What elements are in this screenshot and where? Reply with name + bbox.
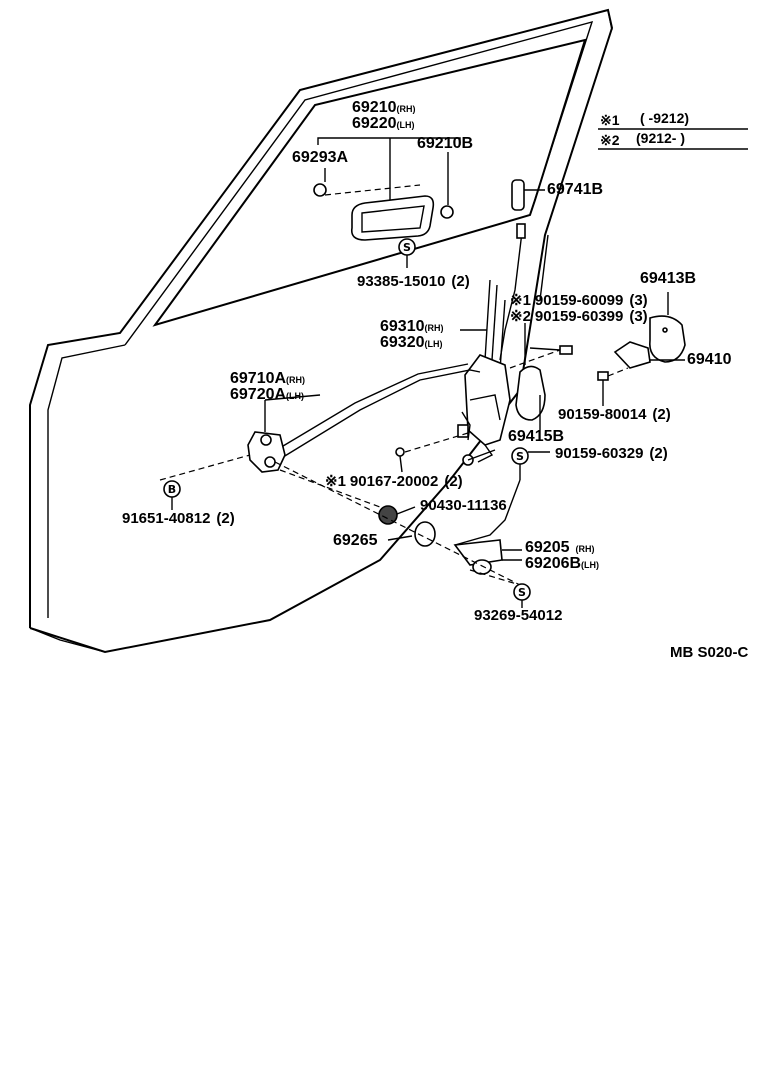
inside-handle-group — [247, 400, 286, 473]
label-69210: 69210(RH) — [352, 99, 416, 116]
tapping-screw — [395, 432, 469, 473]
label-90159-60329: 90159-60329(2) — [555, 445, 668, 462]
label-69720A: 69720A(LH) — [230, 386, 304, 403]
legend-range-2: (9212- ) — [636, 130, 685, 146]
label-69205: 69205(RH) — [525, 539, 595, 556]
outside-handle-group: S — [313, 137, 461, 268]
legend: ※1 ( -9212) ※2 (9212- ) — [598, 110, 748, 150]
label-69320: 69320(LH) — [380, 334, 443, 351]
handle-clip-right — [440, 205, 454, 219]
label-69310: 69310(RH) — [380, 318, 444, 335]
legend-range-1: ( -9212) — [640, 110, 689, 126]
leader-lines — [264, 323, 561, 608]
door-striker — [274, 461, 521, 586]
door-lock-assembly — [457, 279, 511, 466]
label-69265: 69265 — [333, 532, 378, 549]
label-69206B: 69206B(LH) — [525, 555, 599, 572]
cover-plate — [648, 315, 686, 363]
legend-mark-2: ※2 — [600, 132, 620, 148]
catalog-reference: MB S020-C — [670, 644, 749, 661]
label-91651: 91651-40812(2) — [122, 510, 235, 527]
grommet-90430 — [378, 505, 398, 525]
outside-door-handle — [350, 195, 435, 241]
label-90159-80014: 90159-80014(2) — [558, 406, 671, 423]
lock-bracket — [613, 341, 651, 369]
label-69741B: 69741B — [547, 181, 603, 198]
label-69413B: 69413B — [640, 270, 696, 287]
label-69210B: 69210B — [417, 135, 473, 152]
label-93269: 93269-54012 — [474, 607, 562, 624]
svg-text:S: S — [518, 586, 526, 599]
label-69293A: 69293A — [292, 149, 348, 166]
handle-clip-left — [313, 183, 327, 197]
svg-text:B: B — [168, 483, 176, 496]
door-outline — [29, 8, 614, 654]
label-69410: 69410 — [687, 351, 732, 368]
legend-mark-1: ※1 — [600, 112, 620, 128]
label-69710A: 69710A(RH) — [230, 370, 305, 387]
door-lock-body — [464, 354, 511, 446]
label-90430: 90430-11136 — [420, 497, 507, 514]
lock-cover — [515, 365, 546, 421]
label-69220: 69220(LH) — [352, 115, 415, 132]
control-rod — [267, 363, 481, 463]
svg-text:S: S — [516, 450, 524, 463]
lock-knob-rod — [499, 179, 545, 361]
label-93385: 93385-15010(2) — [357, 273, 470, 290]
svg-text:S: S — [403, 241, 411, 254]
part-labels: 69210(RH) 69220(LH) 69293A 69210B 69741B… — [122, 99, 732, 624]
label-69415B: 69415B — [508, 428, 564, 445]
